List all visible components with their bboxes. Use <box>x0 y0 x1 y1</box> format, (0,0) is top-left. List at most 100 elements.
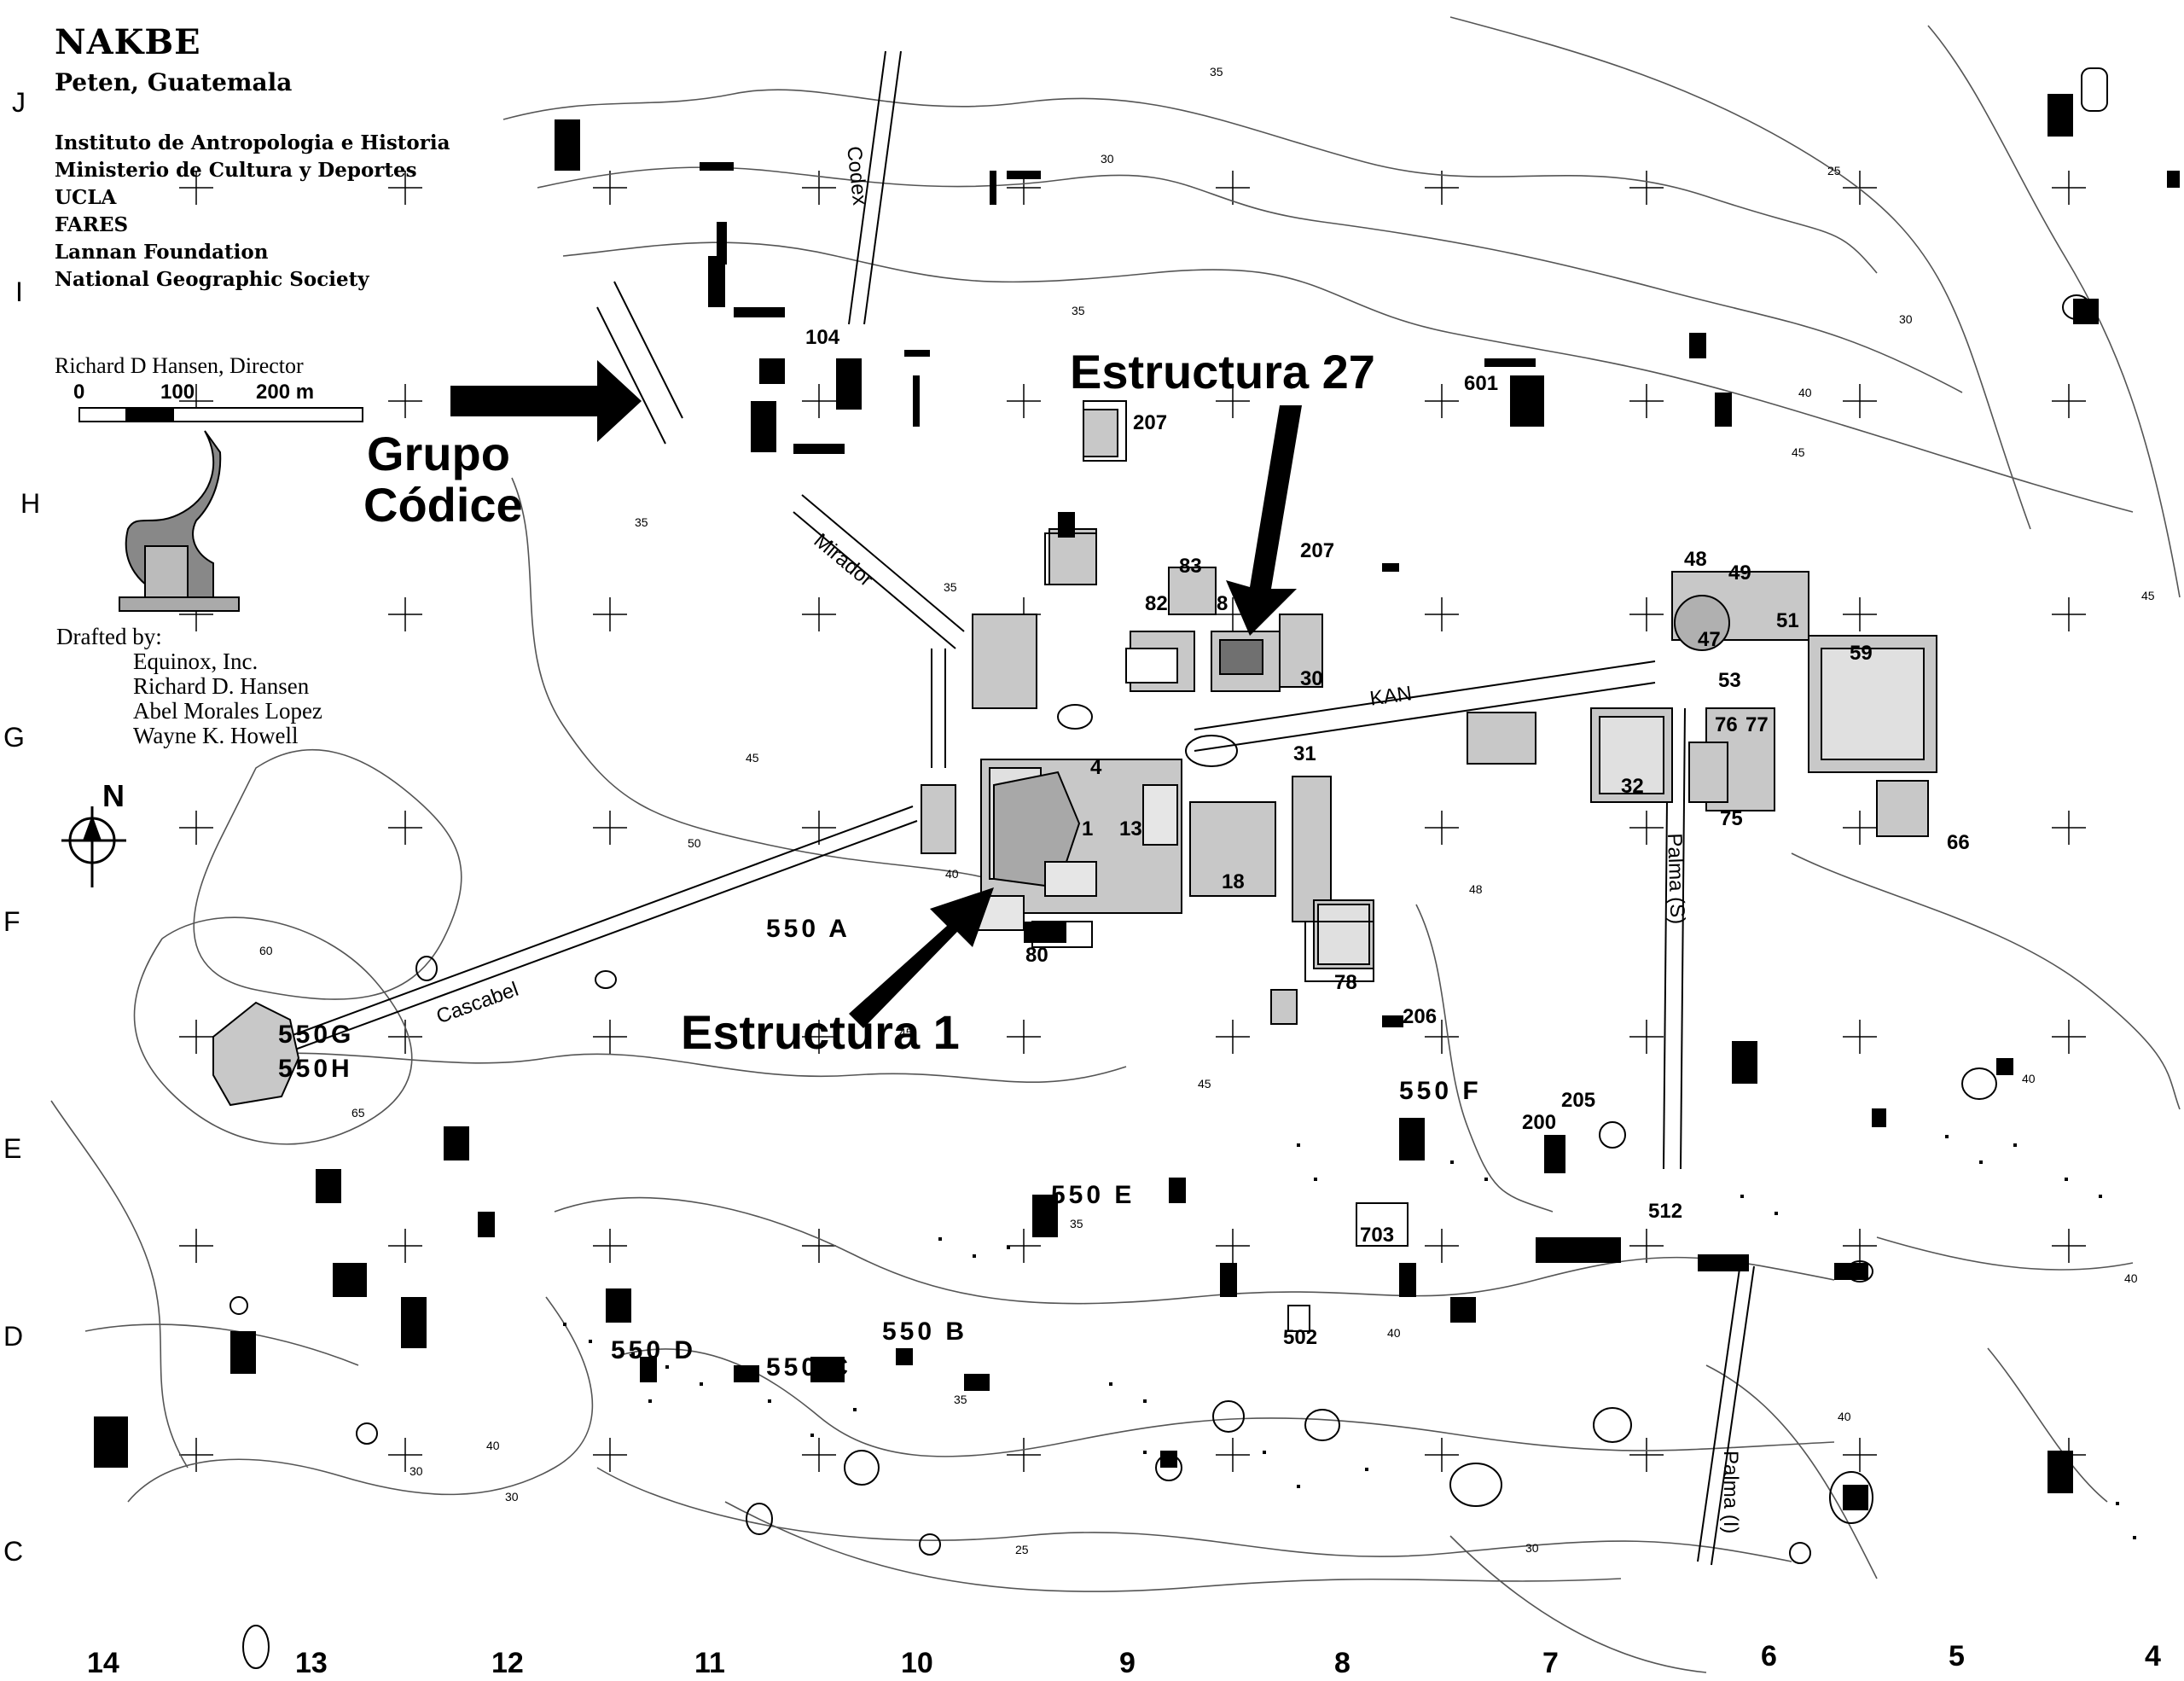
scale-label: 0 <box>73 381 85 404</box>
grid-column-label: 11 <box>694 1647 725 1679</box>
director-credit: Richard D Hansen, Director <box>55 353 304 378</box>
structure-label: 512 <box>1648 1200 1683 1223</box>
grid-row-label: D <box>3 1321 24 1352</box>
structure-label: 1 <box>1082 817 1094 840</box>
grid-row-label: C <box>3 1536 24 1567</box>
contour-label: 45 <box>746 751 759 765</box>
grid-row-label: J <box>12 87 26 118</box>
glyph-figure <box>119 430 240 612</box>
structure-label: 31 <box>1293 742 1316 765</box>
causeways <box>229 50 1755 1566</box>
drafter-name: Abel Morales Lopez <box>133 698 322 724</box>
contour-label: 25 <box>1827 164 1841 177</box>
grid-column-label: 10 <box>901 1647 933 1679</box>
structure-label: 205 <box>1561 1089 1596 1112</box>
grid-column-label: 8 <box>1334 1647 1350 1679</box>
drafter-name: Equinox, Inc. <box>133 649 258 674</box>
scale-bar <box>78 407 363 422</box>
north-label: N <box>102 778 125 813</box>
group-label: 550 C <box>766 1353 852 1381</box>
contour-label: 40 <box>1387 1326 1401 1340</box>
contour-label: 35 <box>1070 1217 1083 1230</box>
grid-column-label: 5 <box>1949 1640 1965 1672</box>
structure-label: 13 <box>1119 817 1142 840</box>
dark-structure-marks <box>94 94 2180 1510</box>
group-label: 550 D <box>611 1336 697 1364</box>
grid-column-label: 7 <box>1542 1647 1559 1679</box>
sponsor-list: Instituto de Antropologia e Historia Min… <box>55 130 450 294</box>
main-structures <box>212 409 1937 1127</box>
structure-label: 51 <box>1776 609 1799 632</box>
structure-label: 49 <box>1728 561 1751 585</box>
structure-label: 206 <box>1403 1005 1438 1028</box>
grid-column-label: 9 <box>1119 1647 1136 1679</box>
structure-label: 76 <box>1715 713 1738 736</box>
contour-label: 30 <box>505 1490 519 1504</box>
contour-label: 60 <box>259 944 273 957</box>
contour-label: 50 <box>688 836 701 850</box>
contour-label: 48 <box>1469 882 1483 896</box>
contour-label: 35 <box>635 515 648 529</box>
callout-estructura-27: Estructura 27 <box>1070 345 1375 398</box>
contour-label: 45 <box>2141 589 2155 602</box>
structure-label: 80 <box>1025 944 1048 967</box>
structure-label: 703 <box>1360 1224 1395 1247</box>
contour-label: 40 <box>2124 1271 2138 1285</box>
contour-label: 45 <box>899 1026 913 1039</box>
drafter-name: Wayne K. Howell <box>133 723 299 748</box>
contour-label: 25 <box>1015 1543 1029 1556</box>
group-label: 550 A <box>766 915 851 943</box>
structure-label: 18 <box>1222 870 1245 893</box>
drafted-heading: Drafted by: <box>56 624 162 649</box>
structure-label: 75 <box>1720 807 1743 830</box>
structure-label: 4 <box>1090 756 1102 779</box>
structure-label: 78 <box>1334 971 1357 994</box>
structure-label: 207 <box>1300 539 1335 562</box>
sponsor-item: UCLA <box>55 186 117 209</box>
drafter-name: Richard D. Hansen <box>133 673 310 699</box>
group-label: 550 E <box>1051 1181 1136 1209</box>
structure-label: 77 <box>1745 713 1769 736</box>
contour-label: 30 <box>1525 1541 1539 1555</box>
grid-row-label: E <box>3 1133 22 1164</box>
grid-column-label: 6 <box>1761 1640 1777 1672</box>
group-label: 550H <box>278 1055 353 1083</box>
structure-label: 82 <box>1145 592 1168 615</box>
sponsor-item: National Geographic Society <box>55 268 369 291</box>
grid-crosses <box>179 171 2086 1472</box>
structure-label: 104 <box>805 326 840 349</box>
contour-label: 40 <box>486 1439 500 1452</box>
forest-stipple <box>563 1135 2136 1539</box>
drafted-by: Drafted by: Equinox, Inc. Richard D. Han… <box>56 625 322 748</box>
structure-label: 601 <box>1464 372 1499 395</box>
structure-label: 30 <box>1300 667 1323 690</box>
contour-label: 30 <box>410 1464 423 1478</box>
callout-grupo-codice: Grupo Códice <box>363 427 523 532</box>
contour-label: 30 <box>1101 152 1114 166</box>
grid-column-label: 13 <box>295 1647 328 1679</box>
contour-label: 45 <box>1792 445 1805 459</box>
grid-column-label: 4 <box>2145 1640 2161 1672</box>
structure-label: 8 <box>1217 592 1228 615</box>
structure-label: 32 <box>1621 775 1644 798</box>
structure-label: 59 <box>1850 642 1873 665</box>
grid-row-label: I <box>15 276 23 307</box>
road-label: Palma (S) <box>1663 833 1689 925</box>
structure-label: 66 <box>1947 831 1970 854</box>
road-label: Palma (I) <box>1719 1451 1742 1534</box>
contour-label: 30 <box>1899 312 1913 326</box>
sponsor-item: Ministerio de Cultura y Deportes <box>55 159 417 182</box>
scale-label: 200 m <box>256 381 315 404</box>
contour-label: 65 <box>351 1106 365 1120</box>
callout-arrows <box>450 360 1302 1028</box>
structure-label: 207 <box>1133 411 1168 434</box>
map-subtitle: Peten, Guatemala <box>55 68 293 96</box>
structure-label: 200 <box>1522 1111 1557 1134</box>
structure-label: 83 <box>1179 555 1202 578</box>
contour-label: 40 <box>945 867 959 881</box>
structure-label: 53 <box>1718 669 1741 692</box>
contour-label: 40 <box>2022 1072 2036 1085</box>
small-mound-outlines <box>229 67 2108 1669</box>
